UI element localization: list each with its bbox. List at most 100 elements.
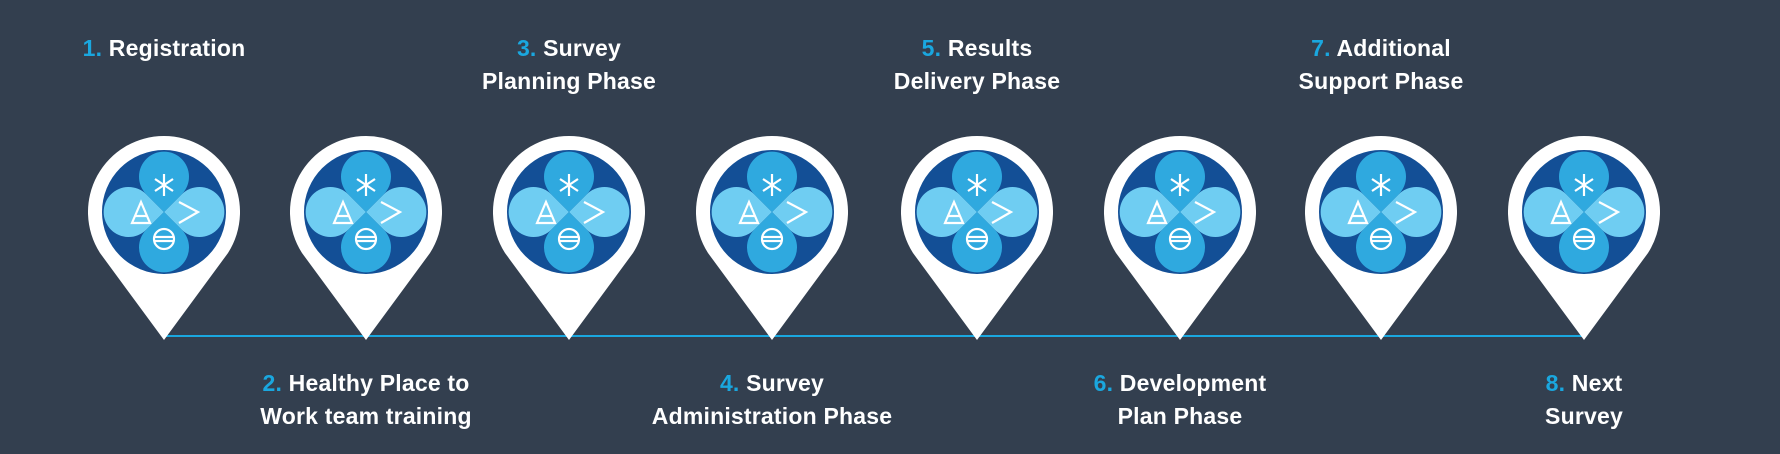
petal-left (916, 187, 977, 237)
petal-bottom (1356, 212, 1406, 273)
step-title: Healthy Place to (288, 370, 470, 396)
petal-bottom (747, 212, 797, 273)
asterisk-icon (1574, 174, 1594, 196)
asterisk-icon (1371, 174, 1391, 196)
step-label-line1: 2. Healthy Place to (216, 367, 516, 400)
petal-left (1119, 187, 1180, 237)
step-number: 5. (921, 35, 942, 61)
step-pin (493, 136, 645, 340)
step-label-line1: 1. Registration (14, 32, 314, 65)
chevron-right-icon (991, 201, 1014, 224)
step-pin (1508, 136, 1660, 340)
triangle-icon (738, 199, 760, 225)
step-pin (1305, 136, 1457, 340)
step-label-line2: Survey (1545, 403, 1623, 429)
step-label-line1: 7. Additional (1231, 32, 1531, 65)
triangle-icon (535, 199, 557, 225)
petal-right (569, 187, 630, 237)
step-title: Registration (108, 35, 246, 61)
step-title: Next (1571, 370, 1623, 396)
chevron-right-icon (786, 201, 809, 224)
petal-bottom (139, 212, 189, 273)
asterisk-icon (1170, 174, 1190, 196)
step-number: 6. (1093, 370, 1114, 396)
step-label: 1. Registration (14, 32, 314, 65)
triangle-icon (332, 199, 354, 225)
step-label-line1: 6. Development (1030, 367, 1330, 400)
petal-bottom (1155, 212, 1205, 273)
step-label: 2. Healthy Place to Work team training (216, 367, 516, 433)
step-number: 2. (262, 370, 283, 396)
chevron-right-icon (1194, 201, 1217, 224)
step-number: 1. (82, 35, 103, 61)
step-label-line2: Delivery Phase (893, 68, 1061, 94)
theta-icon (152, 227, 176, 251)
step-title: Results (947, 35, 1033, 61)
theta-icon (557, 227, 581, 251)
step-label-line2: Planning Phase (481, 68, 657, 94)
step-title: Survey (543, 35, 622, 61)
step-label-line2: Work team training (260, 403, 472, 429)
step-label-line2: Support Phase (1298, 68, 1464, 94)
chevron-right-icon (178, 201, 201, 224)
petal-right (1180, 187, 1241, 237)
step-number: 3. (516, 35, 537, 61)
petal-left (508, 187, 569, 237)
step-title: Additional (1336, 35, 1451, 61)
petal-right (1381, 187, 1442, 237)
theta-icon (1168, 227, 1192, 251)
theta-icon (354, 227, 378, 251)
petal-bottom (952, 212, 1002, 273)
petal-left (1320, 187, 1381, 237)
step-label-line1: 8. Next (1434, 367, 1734, 400)
petal-bottom (544, 212, 594, 273)
step-title: Survey (746, 370, 825, 396)
step-pin (696, 136, 848, 340)
step-pin (290, 136, 442, 340)
petal-bottom (1559, 212, 1609, 273)
step-number: 8. (1545, 370, 1566, 396)
chevron-right-icon (1598, 201, 1621, 224)
petal-bottom (341, 212, 391, 273)
asterisk-icon (154, 174, 174, 196)
step-label-line1: 3. Survey (419, 32, 719, 65)
petal-right (366, 187, 427, 237)
step-pin (88, 136, 240, 340)
step-title: Development (1119, 370, 1267, 396)
triangle-icon (1550, 199, 1572, 225)
theta-icon (1369, 227, 1393, 251)
petal-left (711, 187, 772, 237)
petal-left (103, 187, 164, 237)
step-number: 4. (719, 370, 740, 396)
petal-right (164, 187, 225, 237)
step-number: 7. (1311, 35, 1331, 61)
asterisk-icon (559, 174, 579, 196)
theta-icon (965, 227, 989, 251)
petal-right (1584, 187, 1645, 237)
step-label-line2: Administration Phase (651, 403, 893, 429)
step-pin (1104, 136, 1256, 340)
petal-right (772, 187, 833, 237)
step-pin (901, 136, 1053, 340)
triangle-icon (1347, 199, 1369, 225)
asterisk-icon (967, 174, 987, 196)
petal-right (977, 187, 1038, 237)
asterisk-icon (762, 174, 782, 196)
asterisk-icon (356, 174, 376, 196)
theta-icon (1572, 227, 1596, 251)
chevron-right-icon (583, 201, 606, 224)
petal-left (305, 187, 366, 237)
petal-left (1523, 187, 1584, 237)
triangle-icon (943, 199, 965, 225)
step-label-line2: Plan Phase (1117, 403, 1243, 429)
step-label-line1: 5. Results (827, 32, 1127, 65)
triangle-icon (1146, 199, 1168, 225)
timeline-line (164, 335, 1584, 337)
triangle-icon (130, 199, 152, 225)
